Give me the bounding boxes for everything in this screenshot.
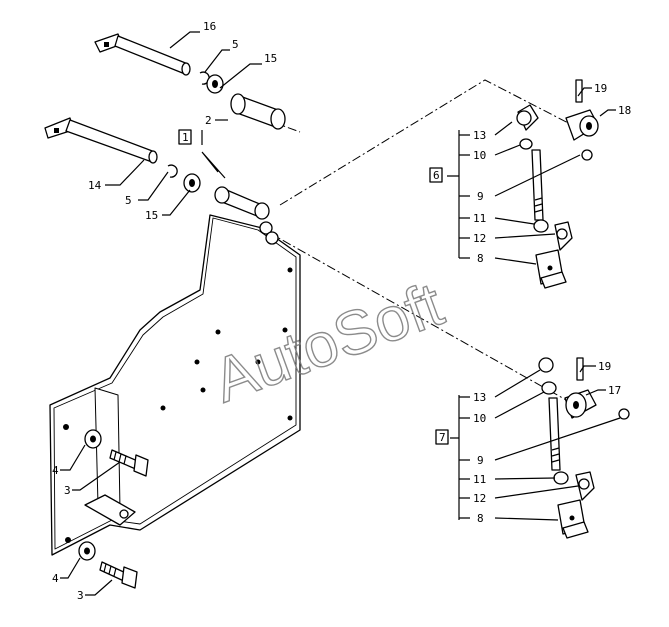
callout-6: 6 (433, 169, 440, 182)
callout-3a: 3 (64, 484, 71, 497)
bolt-3a (109, 449, 149, 477)
callout-17: 17 (608, 384, 621, 397)
callout-1: 1 (182, 131, 189, 144)
callout-5b: 5 (125, 194, 132, 207)
callout-12a: 12 (473, 232, 486, 245)
callout-9b: 9 (477, 454, 484, 467)
callout-box-7 (435, 429, 449, 445)
rod-9b (548, 397, 561, 471)
assembly-lines (239, 79, 579, 406)
callout-2: 2 (205, 114, 212, 127)
lever-18 (565, 109, 599, 141)
washer-15a (206, 74, 224, 94)
callout-3b: 3 (77, 589, 84, 602)
callout-8a: 8 (477, 252, 484, 265)
nut-10a (519, 138, 533, 150)
callout-4b: 4 (52, 572, 59, 585)
callout-14: 14 (88, 179, 102, 192)
callout-11b: 11 (473, 473, 486, 486)
rod-9a (531, 149, 544, 221)
callout-8b: 8 (477, 512, 484, 525)
washer-15b (183, 173, 201, 193)
callout-15b: 15 (145, 209, 158, 222)
bushing-2 (230, 93, 286, 130)
callout-18: 18 (618, 104, 631, 117)
callout-19a: 19 (594, 82, 607, 95)
ball-joint-13b (538, 357, 554, 373)
callout-10a: 10 (473, 149, 486, 162)
callout-5a: 5 (232, 38, 239, 51)
callout-11a: 11 (473, 212, 486, 225)
fork-8a (535, 249, 567, 289)
callout-16: 16 (203, 20, 216, 33)
ball-joint-13a (516, 104, 539, 131)
washer-4b (78, 541, 96, 561)
leader-lines (60, 31, 621, 596)
callout-15a: 15 (264, 52, 277, 65)
shaft-14 (44, 117, 158, 164)
clip-5b (167, 164, 178, 178)
linkage-assembly-7 (538, 357, 630, 539)
callout-box-1 (178, 129, 192, 145)
nut-11b (553, 471, 569, 485)
callout-labels: 16 5 15 2 1 14 5 15 19 18 13 10 6 9 11 1… (52, 20, 631, 602)
pin-19b (576, 357, 584, 381)
callout-box-6 (429, 167, 443, 183)
washer-4a (84, 429, 102, 449)
callout-13b: 13 (473, 391, 486, 404)
callout-9a: 9 (477, 190, 484, 203)
callout-7: 7 (439, 431, 446, 444)
callout-10b: 10 (473, 412, 486, 425)
nut-10b (541, 381, 557, 395)
mounting-plate (49, 186, 301, 556)
clevis-12a (554, 221, 573, 251)
callout-12b: 12 (473, 492, 486, 505)
clevis-12b (575, 471, 595, 501)
callout-13a: 13 (473, 129, 486, 142)
nut-11a (533, 219, 549, 233)
lever-17 (564, 389, 597, 419)
bolt-3b (99, 561, 138, 589)
nut-small-a (581, 149, 593, 161)
callout-19b: 19 (598, 360, 611, 373)
fork-8b (557, 499, 589, 539)
callout-4a: 4 (52, 464, 59, 477)
shaft-16 (94, 33, 191, 76)
nut-small-b (618, 408, 630, 420)
linkage-assembly-6 (516, 79, 599, 289)
